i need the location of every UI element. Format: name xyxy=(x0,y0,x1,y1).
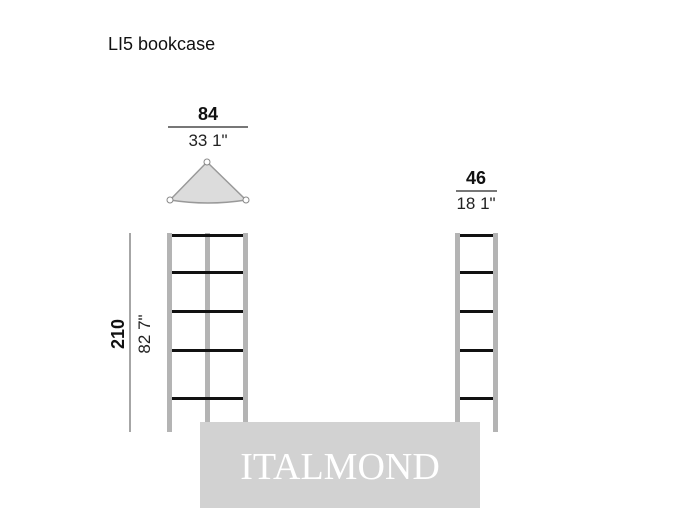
front-post-right xyxy=(243,233,248,432)
front-post-left xyxy=(167,233,172,432)
front-shelf xyxy=(172,397,243,400)
product-title: LI5 bookcase xyxy=(108,34,215,54)
width-dimension: 84 33 1" xyxy=(168,104,248,150)
width-in-label: 33 1" xyxy=(188,131,227,150)
top-view-post-left xyxy=(166,196,174,204)
side-shelf xyxy=(460,234,493,237)
watermark: ITALMOND xyxy=(200,422,480,508)
height-in-label: 82 7" xyxy=(135,314,154,353)
top-view-post-back xyxy=(203,158,211,166)
top-view-post-right xyxy=(242,196,250,204)
side-shelf xyxy=(460,310,493,313)
depth-dimension: 46 18 1" xyxy=(456,168,497,213)
top-view xyxy=(166,158,250,204)
front-shelf xyxy=(172,271,243,274)
side-shelf xyxy=(460,397,493,400)
side-shelf xyxy=(460,271,493,274)
front-shelf xyxy=(172,310,243,313)
front-shelf xyxy=(172,349,243,352)
width-cm-label: 84 xyxy=(198,104,218,124)
front-view xyxy=(167,233,248,432)
front-shelf xyxy=(172,234,243,237)
side-shelf xyxy=(460,349,493,352)
depth-cm-label: 46 xyxy=(466,168,486,188)
side-view xyxy=(455,233,498,432)
watermark-text: ITALMOND xyxy=(240,446,440,488)
watermark-background xyxy=(200,422,480,508)
side-post-back xyxy=(493,233,498,432)
front-post-middle xyxy=(205,233,210,432)
top-view-shape xyxy=(168,160,248,204)
height-dimension: 210 82 7" xyxy=(108,233,154,432)
height-cm-label: 210 xyxy=(108,319,128,349)
side-post-front xyxy=(455,233,460,432)
depth-in-label: 18 1" xyxy=(456,194,495,213)
